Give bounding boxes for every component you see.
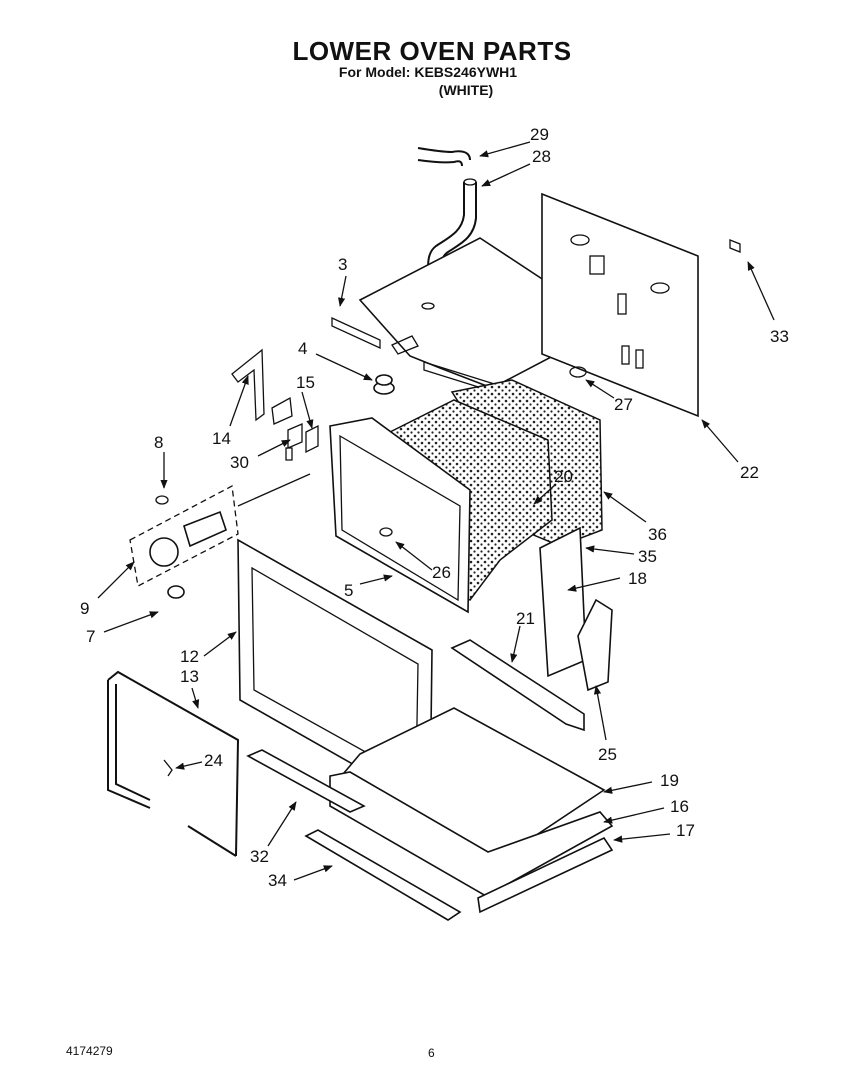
rear-panel-part — [541, 192, 699, 418]
model-line: For Model: KEBS246YWH1 — [338, 64, 518, 80]
callout-15: 15 — [296, 373, 315, 392]
vent-trim-parts — [246, 749, 462, 921]
callout-12: 12 — [180, 647, 199, 666]
page-number: 6 — [428, 1046, 435, 1060]
oven-liner-part — [329, 417, 471, 614]
callout-4: 4 — [298, 339, 307, 358]
gasket-clip-part — [163, 759, 173, 777]
document-number: 4174279 — [66, 1044, 113, 1058]
callout-3: 3 — [338, 255, 347, 274]
callout-22: 22 — [740, 463, 759, 482]
callout-36: 36 — [648, 525, 667, 544]
callout-27: 27 — [614, 395, 633, 414]
callout-9: 9 — [80, 599, 89, 618]
bracket-parts — [231, 348, 319, 461]
element-part — [373, 374, 395, 395]
rear-clip-part — [729, 239, 741, 253]
light-assembly-part — [129, 473, 311, 599]
callout-5: 5 — [344, 581, 353, 600]
callout-16: 16 — [670, 797, 689, 816]
callout-8: 8 — [154, 433, 163, 452]
callout-29: 29 — [530, 125, 549, 144]
callout-25: 25 — [598, 745, 617, 764]
callout-21: 21 — [516, 609, 535, 628]
callout-18: 18 — [628, 569, 647, 588]
hinge-parts — [539, 526, 613, 692]
page-title: LOWER OVEN PARTS — [292, 36, 572, 66]
callout-26: 26 — [432, 563, 451, 582]
callout-33: 33 — [770, 327, 789, 346]
color-line: (WHITE) — [438, 82, 494, 98]
callout-labels: 29 28 3 33 4 15 27 14 22 30 8 20 36 35 2… — [80, 125, 789, 890]
oven-bottom-parts — [329, 707, 614, 914]
plug-part — [569, 366, 587, 378]
callout-14: 14 — [212, 429, 231, 448]
callout-arrows — [97, 141, 775, 881]
callout-32: 32 — [250, 847, 269, 866]
callout-34: 34 — [268, 871, 287, 890]
callout-28: 28 — [532, 147, 551, 166]
callout-17: 17 — [676, 821, 695, 840]
callout-7: 7 — [86, 627, 95, 646]
callout-20: 20 — [554, 467, 573, 486]
callout-13: 13 — [180, 667, 199, 686]
callout-24: 24 — [204, 751, 223, 770]
callout-35: 35 — [638, 547, 657, 566]
callout-19: 19 — [660, 771, 679, 790]
callout-30: 30 — [230, 453, 249, 472]
door-gasket-part — [107, 670, 240, 857]
oven-rail-part — [450, 639, 585, 732]
